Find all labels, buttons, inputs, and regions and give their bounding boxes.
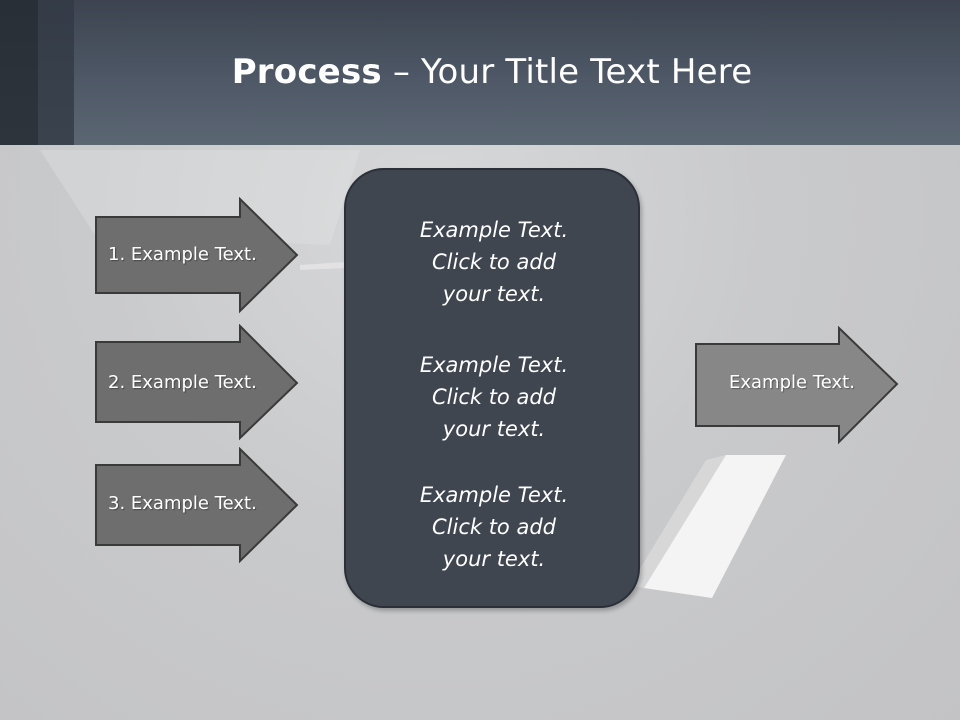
title-rest: – Your Title Text Here [381,52,753,92]
center-content-box[interactable]: Example Text. Click to add your text. Ex… [344,168,640,608]
left-arrow-label-2: 2. Example Text. [108,372,257,393]
center-text-line: Click to add [431,250,556,274]
title-bold: Process [231,52,382,92]
center-text-line: Click to add [431,515,556,539]
center-text-line: Example Text. [419,483,569,507]
title-bar [0,0,960,145]
center-text-block-1[interactable]: Example Text. Click to add your text. [346,214,642,310]
center-text-line: Click to add [431,385,556,409]
left-arrow-label-3: 3. Example Text. [108,493,257,514]
left-arrow-2[interactable] [94,324,300,442]
center-text-block-3[interactable]: Example Text. Click to add your text. [346,479,642,575]
center-text-block-2[interactable]: Example Text. Click to add your text. [346,349,642,445]
center-text-line: Example Text. [419,353,569,377]
right-arrow-label: Example Text. [729,372,855,393]
center-text-line: your text. [442,547,546,571]
center-text-line: Example Text. [419,218,569,242]
center-text-line: your text. [442,417,546,441]
slide-title: Process – Your Title Text Here [0,52,960,92]
left-arrow-label-1: 1. Example Text. [108,244,257,265]
left-arrow-3[interactable] [94,447,300,565]
header-accent-strip [0,0,38,145]
center-text-line: your text. [442,282,546,306]
left-arrow-1[interactable] [94,197,300,315]
right-arrow[interactable] [694,326,900,446]
header-accent-strip [38,0,74,145]
